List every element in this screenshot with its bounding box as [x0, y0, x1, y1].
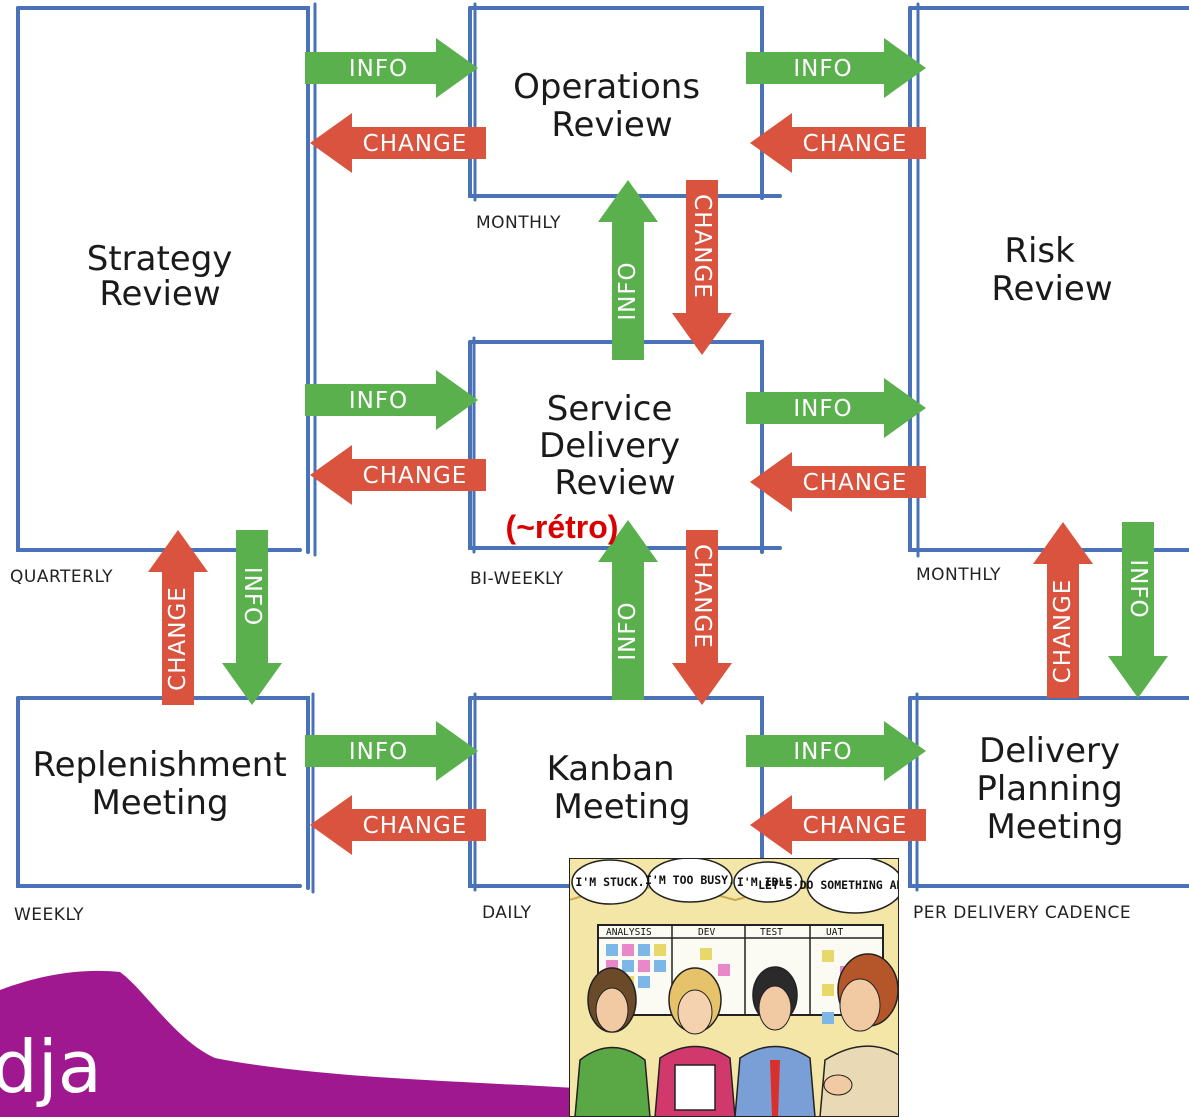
change-arrow-service-delivery-strategy-label: CHANGE: [363, 463, 468, 489]
comic-person-2: [654, 967, 736, 1117]
change-arrow-service-delivery-kanban-label: CHANGE: [689, 544, 715, 649]
info-arrow-kanban-service-delivery: [598, 520, 658, 700]
brand-shape: dja: [0, 970, 575, 1117]
change-arrow-kanban-replenishment: [310, 795, 486, 855]
replenishment-meeting-box: [16, 692, 315, 894]
info-arrow-strategy-service-delivery-label: INFO: [349, 388, 408, 414]
flow-arrows: INFO CHANGE INFO CHANGE INFO CHANGE INFO CHANGE…: [148, 38, 1168, 855]
change-arrow-operations-strategy-label: CHANGE: [363, 131, 468, 157]
info-arrow-service-delivery-risk-label: INFO: [793, 396, 852, 422]
info-arrow-kanban-delivery-planning: [746, 721, 926, 781]
board-column-analysis: ANALYSIS: [606, 927, 652, 938]
cadence-label-kanban: DAILY: [482, 903, 532, 923]
bubble-text-3: I'M IDLE.: [737, 875, 799, 889]
change-arrow-delivery-planning-risk: [1033, 522, 1093, 698]
change-arrow-risk-service-delivery: [750, 452, 926, 512]
info-arrow-kanban-delivery-planning-label: INFO: [793, 739, 852, 765]
change-arrow-service-delivery-kanban: [672, 530, 732, 705]
info-arrow-operations-risk: [746, 38, 926, 98]
cadence-label-replenishment: WEEKLY: [14, 905, 84, 925]
replenishment-meeting-title: Replenishment Meeting: [33, 745, 298, 823]
change-arrow-delivery-planning-kanban: [750, 795, 926, 855]
risk-review-title: Risk Review: [991, 231, 1112, 309]
change-arrow-operations-strategy: [310, 113, 486, 173]
change-arrow-operations-service-delivery-label: CHANGE: [689, 194, 715, 299]
info-arrow-service-delivery-operations-label: INFO: [615, 261, 641, 320]
cadence-label-delivery-planning: PER DELIVERY CADENCE: [913, 903, 1131, 923]
info-arrow-strategy-operations-label: INFO: [349, 56, 408, 82]
info-arrow-strategy-replenishment: [222, 530, 282, 705]
cadence-label-risk: MONTHLY: [916, 565, 1001, 585]
info-arrow-strategy-replenishment-label: INFO: [239, 567, 265, 626]
info-arrow-kanban-service-delivery-label: INFO: [615, 601, 641, 660]
bubble-text-4: LET'S DO SOMETHING ABOUT IT!: [758, 878, 952, 892]
change-arrow-replenishment-strategy-label: CHANGE: [165, 586, 191, 691]
info-arrow-risk-delivery-planning-label: INFO: [1125, 559, 1151, 618]
info-arrow-strategy-operations: [305, 38, 478, 98]
info-arrow-operations-risk-label: INFO: [793, 56, 852, 82]
bubble-text-2: I'M TOO BUSY.: [645, 873, 735, 887]
info-arrow-strategy-service-delivery: [305, 370, 478, 430]
change-arrow-replenishment-strategy: [148, 530, 208, 705]
change-arrow-kanban-replenishment-label: CHANGE: [363, 813, 468, 839]
change-arrow-service-delivery-strategy: [310, 445, 486, 505]
change-arrow-risk-service-delivery-label: CHANGE: [803, 470, 908, 496]
comic-person-3: [734, 966, 816, 1117]
board-column-test: TEST: [760, 927, 783, 938]
change-arrow-delivery-planning-risk-label: CHANGE: [1050, 579, 1076, 684]
info-arrow-risk-delivery-planning: [1108, 522, 1168, 698]
service-delivery-review-title: Service Delivery Review: [539, 389, 691, 503]
info-arrow-replenishment-kanban: [305, 721, 478, 781]
change-arrow-delivery-planning-kanban-label: CHANGE: [803, 813, 908, 839]
comic-panel: ANALYSIS DEV TEST UAT I'M STUCK. I'M TOO…: [569, 858, 952, 1117]
kanban-meeting-title: Kanban Meeting: [547, 749, 691, 827]
board-column-uat: UAT: [826, 927, 843, 938]
delivery-planning-meeting-title: Delivery Planning Meeting: [976, 731, 1133, 847]
retro-annotation: (~rétro): [506, 509, 619, 545]
cadence-label-operations: MONTHLY: [476, 213, 561, 233]
change-arrow-risk-operations-label: CHANGE: [803, 131, 908, 157]
cadence-label-service-delivery: BI-WEEKLY: [470, 569, 564, 589]
strategy-review-title: Strategy Review: [87, 239, 244, 314]
comic-person-1: [574, 967, 651, 1117]
speech-bubbles: [571, 858, 899, 914]
brand-text: dja: [0, 1025, 102, 1109]
operations-review-title: Operations Review: [513, 67, 711, 145]
bubble-text-1: I'M STUCK.: [575, 875, 644, 889]
change-arrow-operations-service-delivery: [672, 180, 732, 355]
info-arrow-service-delivery-risk: [746, 378, 926, 438]
change-arrow-risk-operations: [750, 113, 926, 173]
board-column-dev: DEV: [698, 927, 715, 938]
strategy-review-box: [16, 2, 317, 557]
risk-review-box: [908, 2, 1189, 558]
info-arrow-replenishment-kanban-label: INFO: [349, 739, 408, 765]
cadence-label-strategy: QUARTERLY: [10, 567, 113, 587]
info-arrow-service-delivery-operations: [598, 180, 658, 360]
